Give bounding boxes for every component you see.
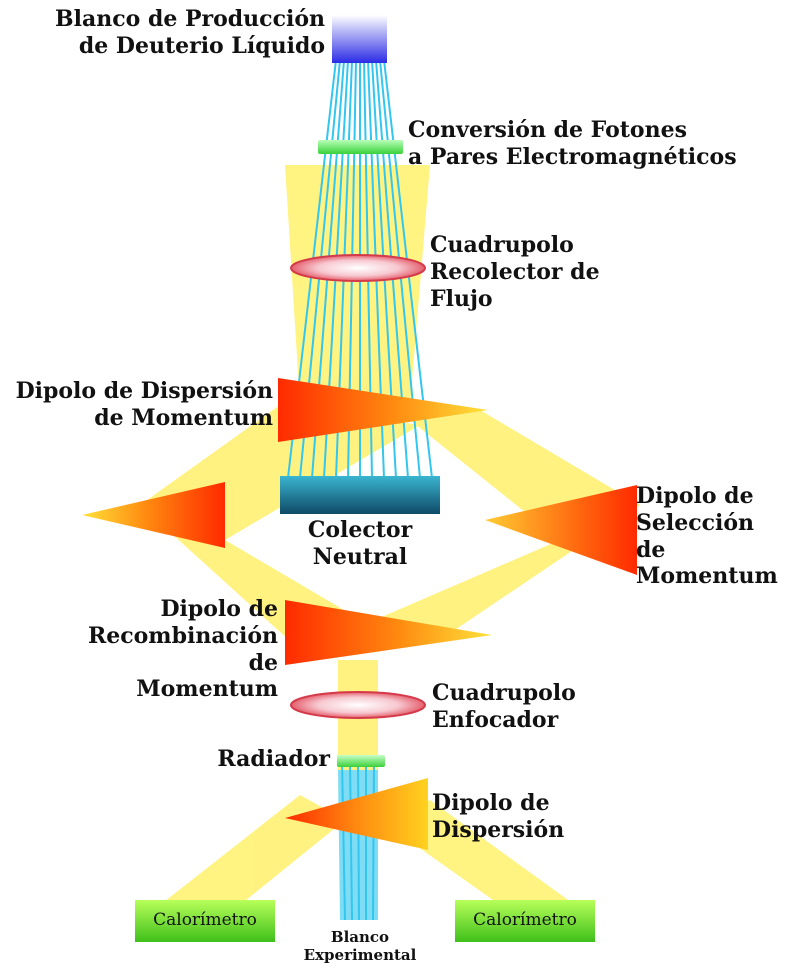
label-calorimeter-left: Calorímetro <box>153 910 257 930</box>
particle-line <box>349 759 353 921</box>
cyan-particle-lower <box>338 759 378 921</box>
photon-converter <box>318 140 403 154</box>
label-experimental-target: Blanco Experimental <box>303 928 417 965</box>
particle-line <box>357 759 360 921</box>
dispersion-dipole-upper <box>278 378 488 442</box>
calorimeter-right-box <box>455 900 595 942</box>
label-dispersion-dipole-lower: Dipolo de Dispersión <box>432 790 565 843</box>
label-collector-quadrupole: Cuadrupolo Recolector de Flujo <box>430 232 600 312</box>
collector-quadrupole-lens <box>290 254 426 282</box>
calorimeter-left-box <box>135 900 275 942</box>
label-radiator: Radiador <box>217 746 330 772</box>
beam-band-center-column <box>285 165 430 405</box>
beam-band-calorimeter-left <box>160 795 345 905</box>
production-target <box>332 15 387 63</box>
particle-line <box>341 759 346 921</box>
selection-dipole-right <box>485 485 637 575</box>
label-neutral-collector: Colector Neutral <box>307 517 413 570</box>
dispersion-dipole-lower <box>285 778 428 850</box>
neutral-collector <box>280 476 440 514</box>
particle-line <box>372 759 375 921</box>
label-calorimeter-right: Calorímetro <box>473 910 577 930</box>
radiator <box>337 755 385 767</box>
selection-dipole-left <box>82 482 225 548</box>
label-dispersion-dipole-upper: Dipolo de Dispersión de Momentum <box>15 378 273 431</box>
label-selection-dipole: Dipolo de Selección de Momentum <box>636 483 778 590</box>
label-production-target: Blanco de Producción de Deuterio Líquido <box>55 6 325 59</box>
focusing-quadrupole-lens <box>290 691 426 719</box>
label-conversion: Conversión de Fotones a Pares Electromag… <box>408 117 737 170</box>
beam-band-calorimeter-right <box>380 800 575 905</box>
recombination-dipole <box>285 600 492 665</box>
label-recombination-dipole: Dipolo de Recombinación de Momentum <box>87 596 278 703</box>
label-focusing-quadrupole: Cuadrupolo Enfocador <box>432 680 576 733</box>
